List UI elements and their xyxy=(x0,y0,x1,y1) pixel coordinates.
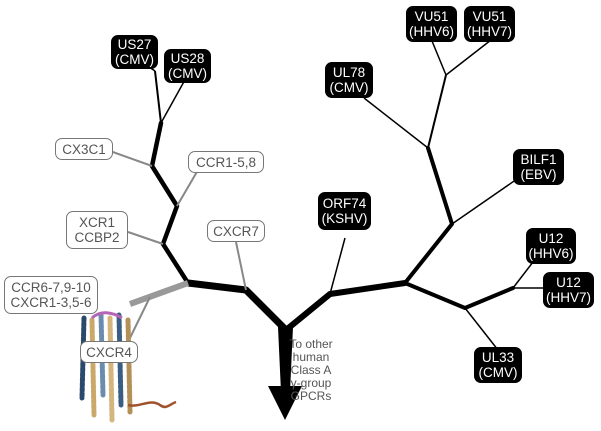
node-u12-hhv7-line2: (HHV7) xyxy=(545,290,591,305)
node-ccr-cxcr-line1: CCR6-7,9-10 xyxy=(11,280,91,295)
node-us27: US27 (CMV) xyxy=(111,35,158,69)
node-cxcr4-line1: CXCR4 xyxy=(86,344,132,360)
node-us28: US28 (CMV) xyxy=(164,49,211,83)
node-u12-hhv6-line1: U12 xyxy=(538,231,564,246)
node-us27-line1: US27 xyxy=(117,37,152,52)
node-ccr-cxcr: CCR6-7,9-10 CXCR1-3,5-6 xyxy=(4,276,98,314)
node-ul33-line1: UL33 xyxy=(481,350,515,365)
node-orf74: ORF74 (KSHV) xyxy=(318,192,371,230)
node-xcr1-line1: XCR1 xyxy=(78,215,115,230)
c-terminal-tail xyxy=(127,400,177,409)
note-line3: Class A xyxy=(290,363,332,377)
branch-cx3c1 xyxy=(109,150,153,167)
branch-cmv-us xyxy=(154,70,162,124)
branch-ul33 xyxy=(464,307,499,351)
node-cx3c1: CX3C1 xyxy=(55,138,113,160)
branch-xcr1 xyxy=(127,231,164,245)
node-u12-hhv7: U12 (HHV7) xyxy=(543,272,594,308)
node-u12-hhv6-line2: (HHV6) xyxy=(528,246,574,261)
branch-us28 xyxy=(160,77,187,124)
node-cxcr7: CXCR7 xyxy=(207,220,265,242)
node-ccr-cxcr-line2: CXCR1-3,5-6 xyxy=(10,295,92,310)
node-vu51-hhv7: VU51 (HHV7) xyxy=(464,6,515,42)
root-arrowhead xyxy=(268,386,302,420)
node-cxcr7-line1: CXCR7 xyxy=(213,223,259,239)
node-us28-line2: (CMV) xyxy=(168,66,207,81)
node-ul78-line2: (CMV) xyxy=(329,80,369,95)
node-ul78: UL78 (CMV) xyxy=(325,62,373,98)
node-bilf1: BILF1 (EBV) xyxy=(513,149,564,185)
branch-ul78 xyxy=(363,97,429,149)
node-ccr158: CCR1-5,8 xyxy=(188,151,264,173)
branch-hhv-vu51 xyxy=(427,74,447,149)
node-vu51-hhv6: VU51 (HHV6) xyxy=(406,6,457,42)
branch-vu51-hhv6 xyxy=(431,40,447,76)
node-xcr1-line2: CCBP2 xyxy=(74,230,120,245)
root-outgroup-note: To other human Class A γ-group GPCRs xyxy=(286,338,336,403)
helix-bundle xyxy=(79,312,133,423)
node-orf74-line2: (KSHV) xyxy=(321,211,368,226)
node-bilf1-line2: (EBV) xyxy=(520,167,557,182)
branch-ccr-cxcr xyxy=(128,280,190,307)
note-line2: human xyxy=(292,350,330,364)
note-line4: γ-group xyxy=(290,376,332,390)
node-vu51-hhv7-line1: VU51 xyxy=(472,9,507,24)
node-u12-hhv6: U12 (HHV6) xyxy=(526,228,576,264)
branch-cxcr4 xyxy=(127,296,151,343)
node-cx3c1-line1: CX3C1 xyxy=(62,141,106,157)
branch-vu51-hhv7 xyxy=(445,39,492,76)
node-ul33-line2: (CMV) xyxy=(478,365,518,380)
node-ul33: UL33 (CMV) xyxy=(474,347,522,383)
note-line5: GPCRs xyxy=(290,389,332,403)
node-bilf1-line1: BILF1 xyxy=(520,152,557,167)
node-xcr1: XCR1 CCBP2 xyxy=(66,211,128,249)
root-trunk xyxy=(278,327,293,392)
node-cxcr4: CXCR4 xyxy=(80,341,138,363)
node-orf74-line1: ORF74 xyxy=(322,196,367,211)
node-us27-line2: (CMV) xyxy=(115,52,154,67)
branch-ccr158 xyxy=(176,169,199,207)
node-ccr158-line1: CCR1-5,8 xyxy=(195,154,257,170)
node-vu51-hhv7-line2: (HHV7) xyxy=(466,24,512,39)
node-vu51-hhv6-line1: VU51 xyxy=(414,9,449,24)
note-line1: To other xyxy=(289,337,333,351)
node-us28-line1: US28 xyxy=(170,51,205,66)
branch-cxcr7 xyxy=(235,241,247,291)
node-ul78-line1: UL78 xyxy=(332,65,366,80)
node-vu51-hhv6-line2: (HHV6) xyxy=(408,24,454,39)
node-u12-hhv7-line1: U12 xyxy=(556,275,581,290)
branch-orf74 xyxy=(329,237,346,295)
helix-loop-top xyxy=(90,311,123,320)
